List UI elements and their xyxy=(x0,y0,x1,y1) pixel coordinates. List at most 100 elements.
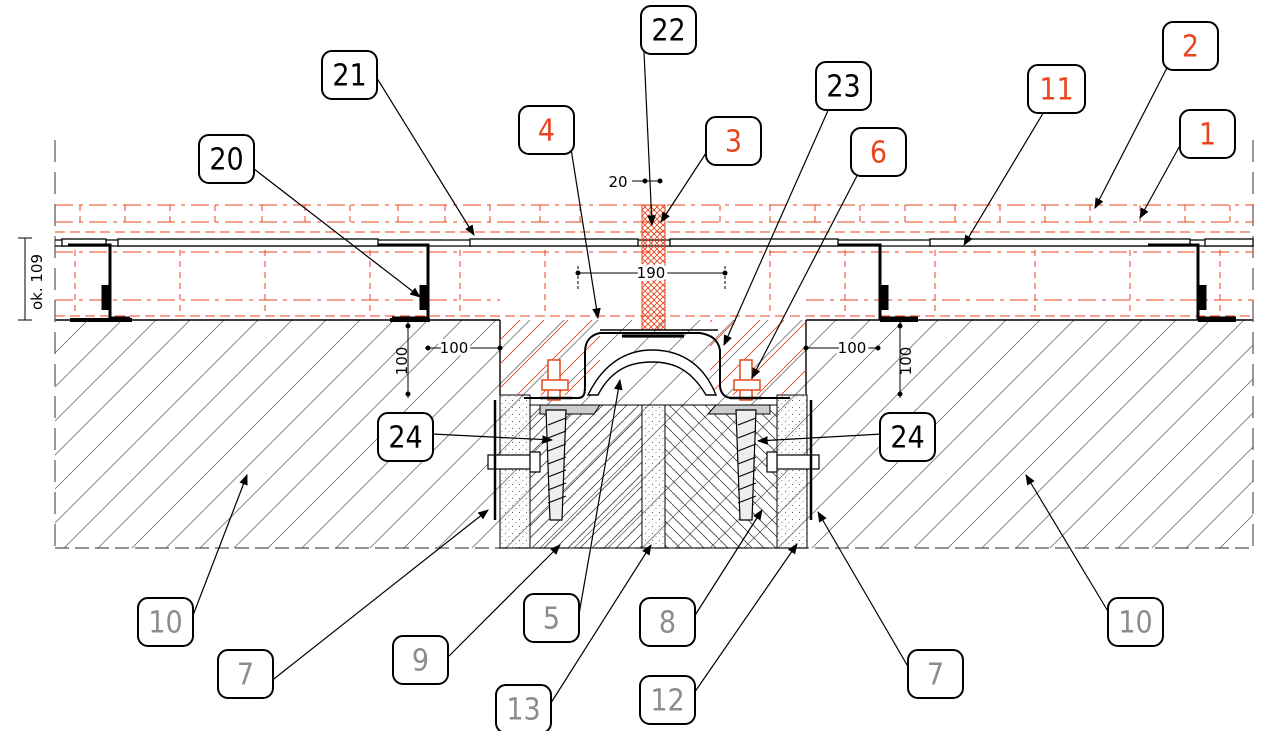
callout-box-24a xyxy=(377,412,434,462)
flexible-gasket xyxy=(586,349,718,396)
callout-12: 12 xyxy=(639,543,798,725)
callout-leader-3 xyxy=(660,149,709,223)
dimension-lines xyxy=(18,178,903,398)
callout-leader-13 xyxy=(548,544,652,707)
callout-box-6 xyxy=(850,127,907,177)
callout-9: 9 xyxy=(392,544,561,685)
callout-leader-24a xyxy=(431,433,554,444)
callout-label-2: 2 xyxy=(1182,30,1199,65)
callout-box-7b xyxy=(907,649,964,699)
callout-label-10b: 10 xyxy=(1118,606,1152,641)
callout-leader-5 xyxy=(577,378,623,621)
callout-label-5: 5 xyxy=(543,602,560,637)
callout-leader-9 xyxy=(444,544,561,661)
callout-label-22: 22 xyxy=(651,14,685,49)
callout-10b: 10 xyxy=(1025,474,1164,647)
callout-11: 11 xyxy=(963,64,1086,246)
callout-label-9: 9 xyxy=(412,644,429,679)
cover-profile xyxy=(524,329,790,399)
callout-box-4 xyxy=(518,105,575,155)
callout-leader-12 xyxy=(691,543,798,697)
dim-joint-width: 20 xyxy=(608,173,627,191)
callout-leader-23 xyxy=(723,105,831,346)
callout-label-7b: 7 xyxy=(927,658,944,693)
callout-leader-20 xyxy=(244,161,421,298)
dim-offset-right: 100 xyxy=(838,339,867,357)
callout-21: 21 xyxy=(321,50,475,236)
callout-leader-1 xyxy=(1139,139,1184,219)
joint-block-right xyxy=(664,394,808,549)
dim-offset-left: 100 xyxy=(440,339,469,357)
callout-leader-21 xyxy=(374,74,475,236)
callout-7a: 7 xyxy=(217,509,489,699)
dim-span: 190 xyxy=(637,264,666,282)
dim-thickness: ok. 109 xyxy=(28,254,46,310)
callout-7b: 7 xyxy=(817,511,964,699)
callout-box-12 xyxy=(639,675,696,725)
callout-label-8: 8 xyxy=(659,606,676,641)
callout-leader-11 xyxy=(963,109,1046,246)
callout-label-6: 6 xyxy=(870,136,887,171)
callout-8: 8 xyxy=(639,509,763,647)
callout-box-9 xyxy=(392,635,449,685)
callout-6: 6 xyxy=(751,127,907,379)
anchor-right xyxy=(730,359,762,521)
callout-leader-7a xyxy=(269,509,489,683)
callout-label-20: 20 xyxy=(209,143,243,178)
callout-24a: 24 xyxy=(377,412,554,462)
callout-label-13: 13 xyxy=(506,693,540,728)
dim-depth-left: 100 xyxy=(393,347,411,376)
callout-label-3: 3 xyxy=(725,125,742,160)
callout-label-12: 12 xyxy=(650,684,684,719)
callout-box-24b xyxy=(879,412,936,462)
joint-filler xyxy=(641,404,666,549)
callout-box-10a xyxy=(137,597,194,647)
callout-20: 20 xyxy=(198,134,421,298)
floor-tiles-dashed xyxy=(74,205,1231,316)
callout-leader-22 xyxy=(642,29,656,227)
callout-22: 22 xyxy=(640,5,697,227)
callout-box-7a xyxy=(217,649,274,699)
callout-label-23: 23 xyxy=(826,70,860,105)
callout-box-1 xyxy=(1179,109,1236,159)
callout-label-21: 21 xyxy=(332,59,366,94)
callout-4: 4 xyxy=(518,105,601,320)
callout-24b: 24 xyxy=(756,412,936,462)
callout-1: 1 xyxy=(1139,109,1236,219)
callout-label-11: 11 xyxy=(1039,73,1073,108)
callout-leader-10a xyxy=(191,473,248,619)
callout-leader-4 xyxy=(567,129,601,320)
callout-3: 3 xyxy=(660,116,762,223)
callout-10a: 10 xyxy=(137,473,248,647)
dim-depth-right: 100 xyxy=(897,347,915,376)
callout-23: 23 xyxy=(723,61,872,346)
callout-label-4: 4 xyxy=(538,114,555,149)
callout-box-23 xyxy=(815,61,872,111)
callout-leader-2 xyxy=(1094,61,1171,209)
callout-box-21 xyxy=(321,50,378,100)
callout-box-8 xyxy=(639,597,696,647)
callout-box-3 xyxy=(705,116,762,166)
callout-box-5 xyxy=(523,593,580,643)
callout-box-20 xyxy=(198,134,255,184)
callout-box-11 xyxy=(1027,64,1086,114)
callout-label-1: 1 xyxy=(1199,118,1216,153)
callout-leader-24b xyxy=(756,433,883,445)
callout-leader-10b xyxy=(1025,474,1113,619)
callout-label-24a: 24 xyxy=(388,421,422,456)
joint-block-left xyxy=(499,394,643,549)
callout-label-10a: 10 xyxy=(148,606,182,641)
callout-13: 13 xyxy=(495,544,652,734)
callout-leader-6 xyxy=(751,169,861,379)
callout-leader-8 xyxy=(691,509,763,621)
callout-box-22 xyxy=(640,5,697,55)
callout-label-7a: 7 xyxy=(237,658,254,693)
cover-plate-lines xyxy=(55,238,1254,247)
callout-5: 5 xyxy=(523,378,623,643)
callout-box-10b xyxy=(1107,597,1164,647)
side-bolts xyxy=(487,400,820,520)
callout-box-2 xyxy=(1162,21,1219,71)
